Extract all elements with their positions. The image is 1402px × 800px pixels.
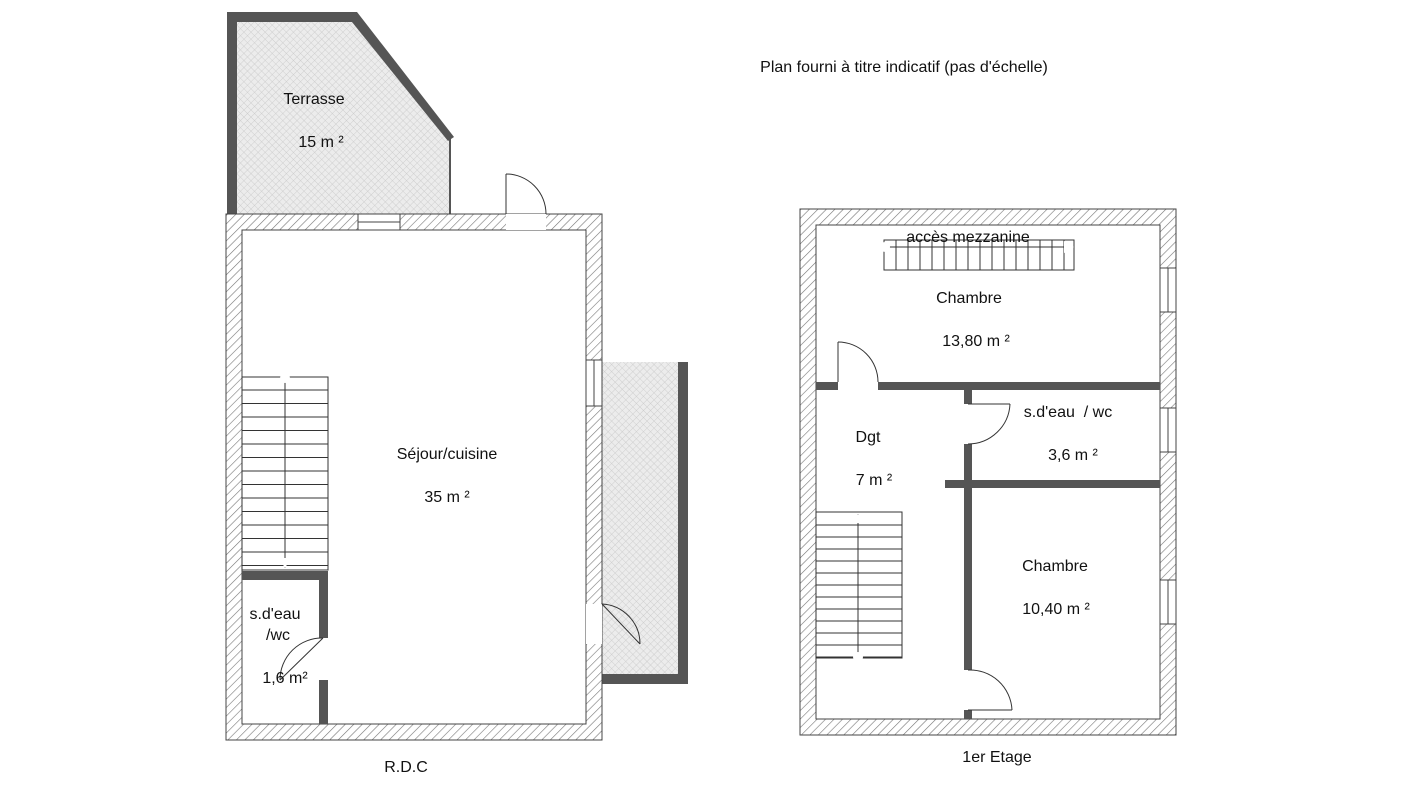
rdc-sdeau-wall-top (242, 571, 328, 580)
dgt-area: 7 m ² (856, 472, 893, 489)
stair-start (853, 652, 863, 662)
sejour-name: Séjour/cuisine (397, 446, 498, 463)
etage-wall-chambre1 (816, 382, 1160, 390)
rdc-balcony-door (586, 603, 641, 645)
etage-wall-dgt (964, 390, 972, 719)
chambre2-area: 10,40 m ² (1022, 601, 1090, 618)
rdc-sdeau-area: 1,6 m² (262, 670, 308, 687)
etage-door-chambre1 (837, 341, 879, 390)
etage-stairs-dgt (815, 511, 903, 662)
etage-plan: accès mezzanine Chambre 13,80 m ² Dgt 7 … (799, 208, 1177, 766)
etage-label: 1er Etage (962, 749, 1031, 766)
chambre1-name: Chambre (936, 290, 1002, 307)
rdc-sdeau-name-line2: /wc (266, 627, 290, 644)
terrasse-area: 15 m ² (298, 134, 344, 151)
etage-sdeau-name: s.d'eau / wc (1024, 404, 1112, 421)
chambre1-area: 13,80 m ² (942, 333, 1010, 350)
rdc-stairs (241, 373, 329, 571)
stair-start (280, 373, 290, 383)
etage-wall-sdeau (945, 480, 1160, 488)
mezzanine-label: accès mezzanine (906, 229, 1030, 246)
etage-door-sdeau (964, 403, 1011, 445)
rdc-plan: Terrasse 15 m ² Séjour/cuisine 35 m ² s.… (225, 12, 688, 776)
stair-arrow (279, 558, 291, 568)
etage-windows (1159, 267, 1177, 625)
rdc-balcony (602, 362, 688, 684)
dgt-name: Dgt (856, 429, 881, 446)
etage-stairs-mezzanine (880, 239, 1075, 271)
stair-arrow (1064, 241, 1074, 253)
chambre2-name: Chambre (1022, 558, 1088, 575)
rdc-sdeau-name-line1: s.d'eau (249, 606, 300, 623)
etage-sdeau-area: 3,6 m ² (1048, 447, 1098, 464)
sejour-area: 35 m ² (424, 489, 470, 506)
etage-door-chambre2 (964, 669, 1013, 711)
terrasse (227, 12, 454, 214)
rdc-label: R.D.C (384, 759, 428, 776)
stair-start (880, 242, 890, 252)
terrasse-name: Terrasse (283, 91, 344, 108)
stair-arrow (852, 514, 864, 523)
rdc-sdeau-door (279, 637, 328, 681)
rdc-entry-door (505, 173, 547, 230)
scale-note: Plan fourni à titre indicatif (pas d'éch… (760, 59, 1048, 76)
